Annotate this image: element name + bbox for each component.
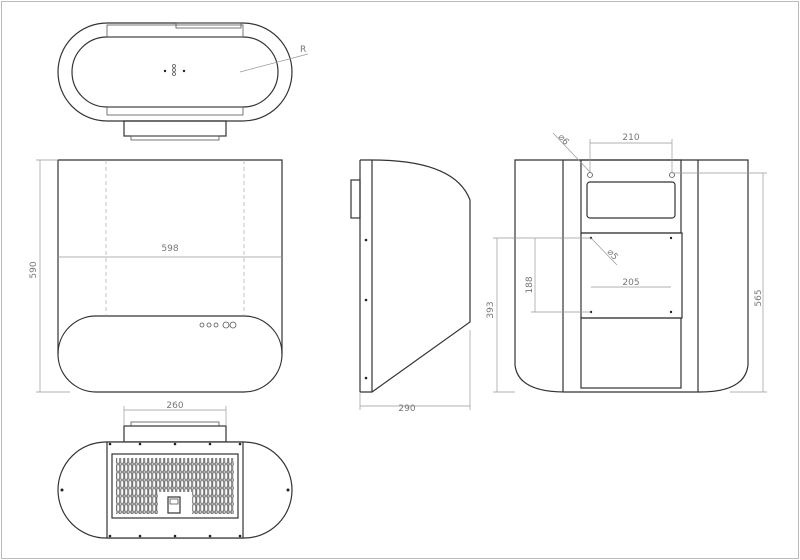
front-view: 598 590 <box>29 159 283 393</box>
front-lower-oval <box>57 315 283 393</box>
keyhole <box>587 172 593 178</box>
rear-view: 210 ⌀6 ⌀5 205 188 393 565 <box>486 133 767 393</box>
keyhole-spacing-label: 210 <box>622 133 639 143</box>
side-view: 290 <box>350 159 471 414</box>
top-lower-bar <box>106 106 244 116</box>
rear-duct-window <box>586 181 676 219</box>
mounting-plate <box>580 232 683 319</box>
hole-height-label: 393 <box>486 301 496 318</box>
keyhole-height-label: 565 <box>754 289 764 306</box>
top-upper-bar <box>106 24 244 38</box>
top-outer-oval <box>57 22 293 122</box>
bottom-duct-box <box>123 425 227 443</box>
hole-v-spacing-label: 188 <box>525 276 535 293</box>
top-upper-box <box>175 22 242 29</box>
light-switch-icon <box>167 496 181 514</box>
height-label: 590 <box>29 261 39 278</box>
keyhole-diameter-label: ⌀6 <box>556 133 571 148</box>
radius-label: R <box>300 45 306 55</box>
top-duct-box <box>123 120 227 137</box>
grease-filter <box>111 453 239 519</box>
top-inner-oval <box>71 36 279 108</box>
hole-h-spacing-label: 205 <box>622 278 639 288</box>
duct-width-label: 260 <box>166 401 183 411</box>
radius-leader <box>239 53 309 73</box>
control-buttons <box>199 321 237 329</box>
keyhole <box>669 172 675 178</box>
bottom-view: 260 <box>57 401 293 539</box>
depth-label: 290 <box>398 404 415 414</box>
top-duct-flange <box>130 135 220 141</box>
width-label: 598 <box>161 244 178 254</box>
top-view: R <box>57 22 309 141</box>
hole-diameter-label: ⌀5 <box>605 248 620 263</box>
